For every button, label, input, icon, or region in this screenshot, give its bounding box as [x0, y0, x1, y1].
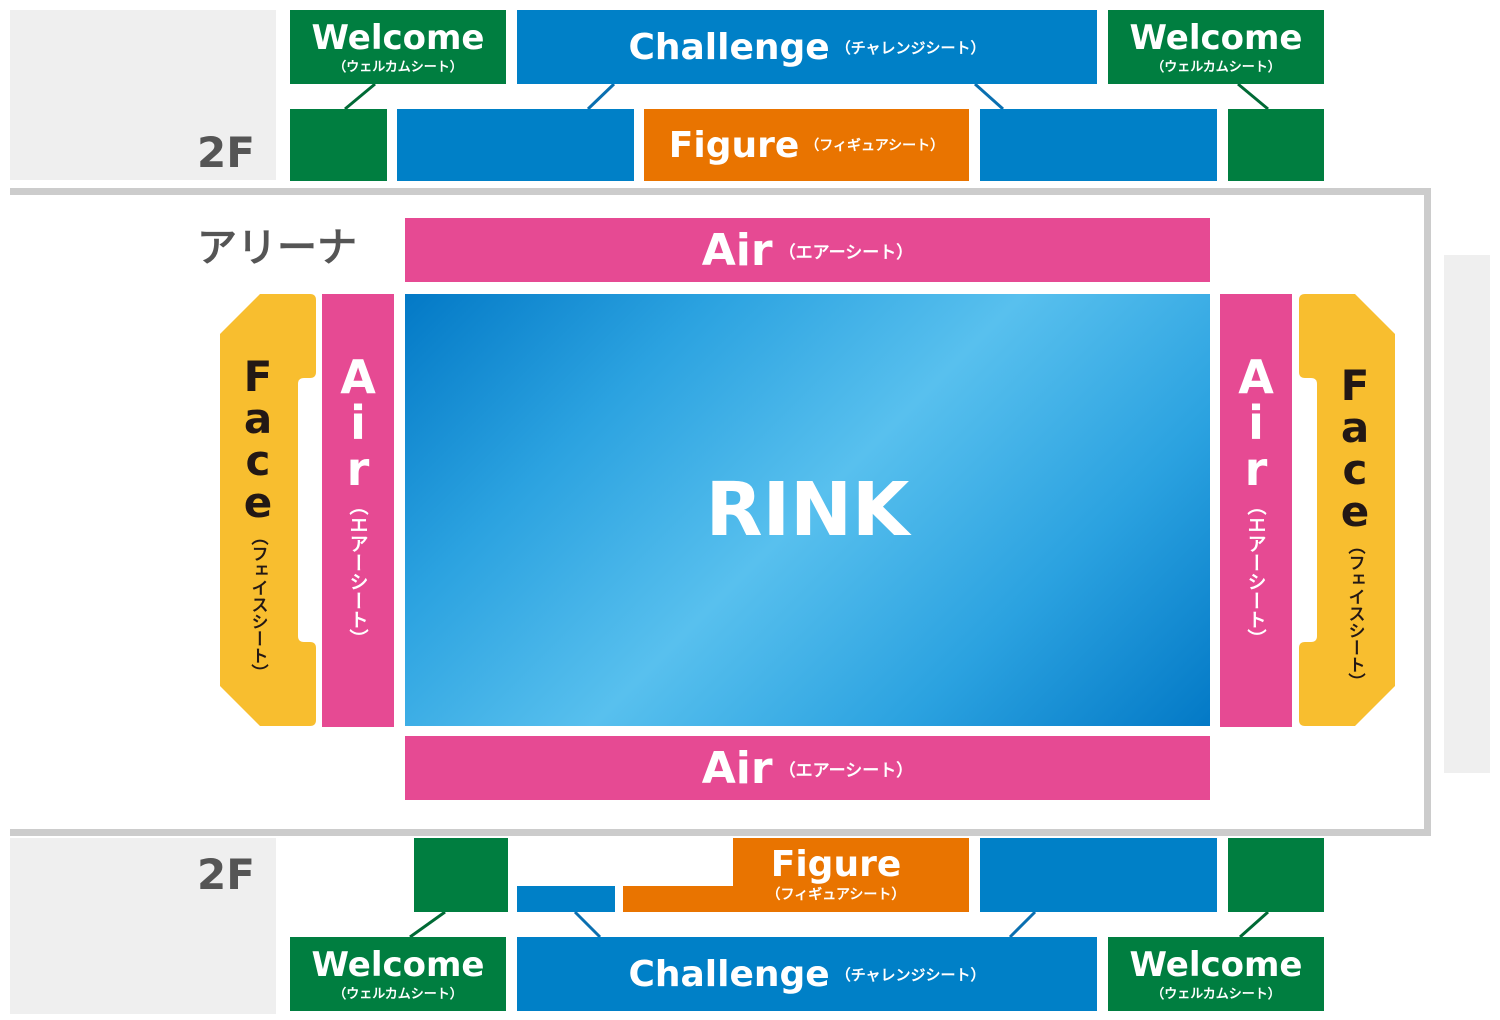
- welcome-seat-bottom-left[interactable]: Welcome （ウェルカムシート）: [290, 937, 506, 1011]
- welcome-block-bottom-left[interactable]: [414, 838, 508, 912]
- welcome-sub-label: （ウェルカムシート）: [1151, 59, 1281, 75]
- air-letter: r: [346, 442, 370, 496]
- figure-label: Figure: [770, 844, 902, 885]
- face-letter: a: [243, 394, 273, 443]
- welcome-block-top-right[interactable]: [1228, 109, 1324, 181]
- figure-label: Figure: [668, 124, 800, 166]
- figure-seat-top[interactable]: Figure （フィギュアシート）: [644, 109, 969, 181]
- air-sub-label: （エアーシート）: [346, 496, 369, 648]
- challenge-sub-label: （チャレンジシート）: [835, 38, 986, 57]
- welcome-sub-label: （ウェルカムシート）: [1151, 986, 1281, 1002]
- welcome-block-bottom-right[interactable]: [1228, 838, 1324, 912]
- air-label: Air: [701, 742, 773, 794]
- floor-2f-bottom-block: [10, 838, 276, 1014]
- challenge-block-bottom-left[interactable]: [517, 886, 615, 912]
- air-sub-label: （エアーシート）: [778, 760, 914, 781]
- arena-label: アリーナ: [197, 225, 357, 271]
- welcome-sub-label: （ウェルカムシート）: [333, 986, 463, 1002]
- welcome-label: Welcome: [1129, 944, 1303, 985]
- welcome-label: Welcome: [311, 944, 485, 985]
- welcome-seat-top-left[interactable]: Welcome （ウェルカムシート）: [290, 10, 506, 84]
- challenge-block-top-right[interactable]: [980, 109, 1217, 181]
- air-seat-right[interactable]: A i r （エアーシート）: [1220, 294, 1292, 727]
- face-seat-left[interactable]: F a c e （フェイスシート）: [226, 352, 290, 682]
- challenge-block-bottom-right[interactable]: [980, 838, 1217, 912]
- figure-sub-label: （フィギュアシート）: [766, 887, 906, 903]
- air-sub-label: （エアーシート）: [1244, 496, 1267, 648]
- challenge-label: Challenge: [628, 953, 830, 995]
- air-letter: i: [1248, 396, 1264, 450]
- challenge-seat-top[interactable]: Challenge （チャレンジシート）: [517, 10, 1097, 84]
- air-letter: A: [1238, 350, 1274, 404]
- air-letter: i: [350, 396, 366, 450]
- face-seat-right-shape[interactable]: [1299, 294, 1395, 726]
- face-letter: e: [1340, 487, 1370, 536]
- welcome-block-top-left[interactable]: [290, 109, 387, 181]
- arena-frame: [10, 188, 1431, 836]
- welcome-label: Welcome: [311, 17, 485, 58]
- welcome-seat-top-right[interactable]: Welcome （ウェルカムシート）: [1108, 10, 1324, 84]
- challenge-sub-label: （チャレンジシート）: [835, 965, 986, 984]
- welcome-label: Welcome: [1129, 17, 1303, 58]
- face-sub-label: （フェイスシート）: [247, 528, 268, 681]
- face-letter: F: [243, 352, 273, 401]
- floor-label-bottom: 2F: [197, 850, 255, 899]
- air-letter: A: [340, 350, 376, 404]
- face-seat-right[interactable]: F a c e （フェイスシート）: [1323, 361, 1387, 691]
- welcome-sub-label: （ウェルカムシート）: [333, 59, 463, 75]
- air-seat-left[interactable]: A i r （エアーシート）: [322, 294, 394, 727]
- air-sub-label: （エアーシート）: [778, 242, 914, 263]
- challenge-label: Challenge: [628, 26, 830, 68]
- rink-label: RINK: [705, 467, 910, 553]
- floor-label-top: 2F: [197, 128, 255, 177]
- face-letter: c: [245, 436, 271, 485]
- air-letter: r: [1244, 442, 1268, 496]
- air-seat-top[interactable]: Air （エアーシート）: [405, 218, 1210, 282]
- challenge-seat-bottom[interactable]: Challenge （チャレンジシート）: [517, 937, 1097, 1011]
- face-letter: F: [1340, 361, 1370, 410]
- rink: RINK: [405, 294, 1210, 726]
- face-letter: c: [1342, 445, 1368, 494]
- floor-2f-top-block: [10, 10, 276, 180]
- face-sub-label: （フェイスシート）: [1344, 537, 1365, 690]
- face-letter: a: [1340, 403, 1370, 452]
- welcome-seat-bottom-right[interactable]: Welcome （ウェルカムシート）: [1108, 937, 1324, 1011]
- air-seat-bottom[interactable]: Air （エアーシート）: [405, 736, 1210, 800]
- side-grey-block: [1444, 255, 1490, 773]
- challenge-block-top-left[interactable]: [397, 109, 634, 181]
- figure-sub-label: （フィギュアシート）: [805, 138, 945, 154]
- face-letter: e: [243, 478, 273, 527]
- face-seat-left-shape[interactable]: [220, 294, 316, 726]
- figure-seat-bottom[interactable]: Figure （フィギュアシート）: [733, 838, 969, 912]
- air-label: Air: [701, 224, 773, 276]
